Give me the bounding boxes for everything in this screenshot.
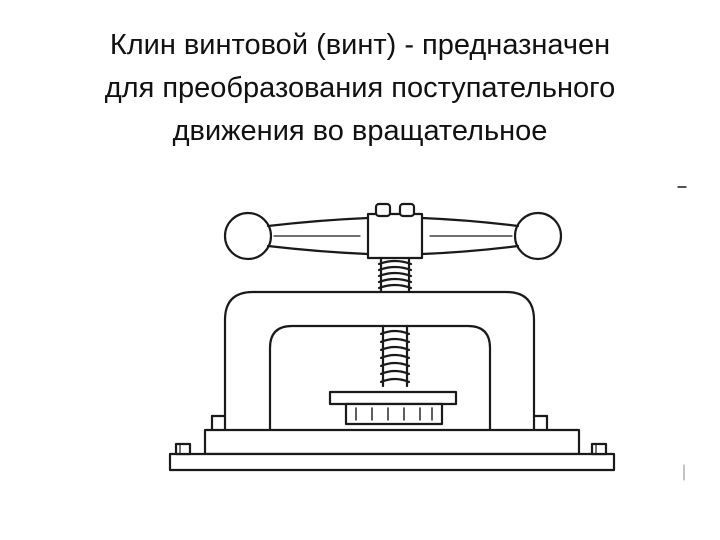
- lower-screw-thread: [379, 324, 411, 388]
- center-hub: [366, 202, 424, 260]
- press-base: [168, 428, 616, 472]
- upper-screw-thread: [377, 256, 413, 294]
- left-handle-ball: [223, 211, 273, 261]
- slide-title: Клин винтовой (винт) - предназначен для …: [40, 24, 680, 153]
- title-line-1: Клин винтовой (винт) - предназначен: [109, 29, 611, 61]
- base-bolts: [174, 442, 608, 456]
- screw-press-diagram: [150, 180, 695, 490]
- handle-arms: [266, 216, 520, 256]
- title-line-2: для преобразования поступательного: [104, 72, 616, 104]
- title-line-3: движения во вращательное: [172, 115, 548, 147]
- pressing-plate: [328, 390, 458, 426]
- screw-press-drawing: [168, 186, 687, 481]
- right-handle-ball: [513, 211, 563, 261]
